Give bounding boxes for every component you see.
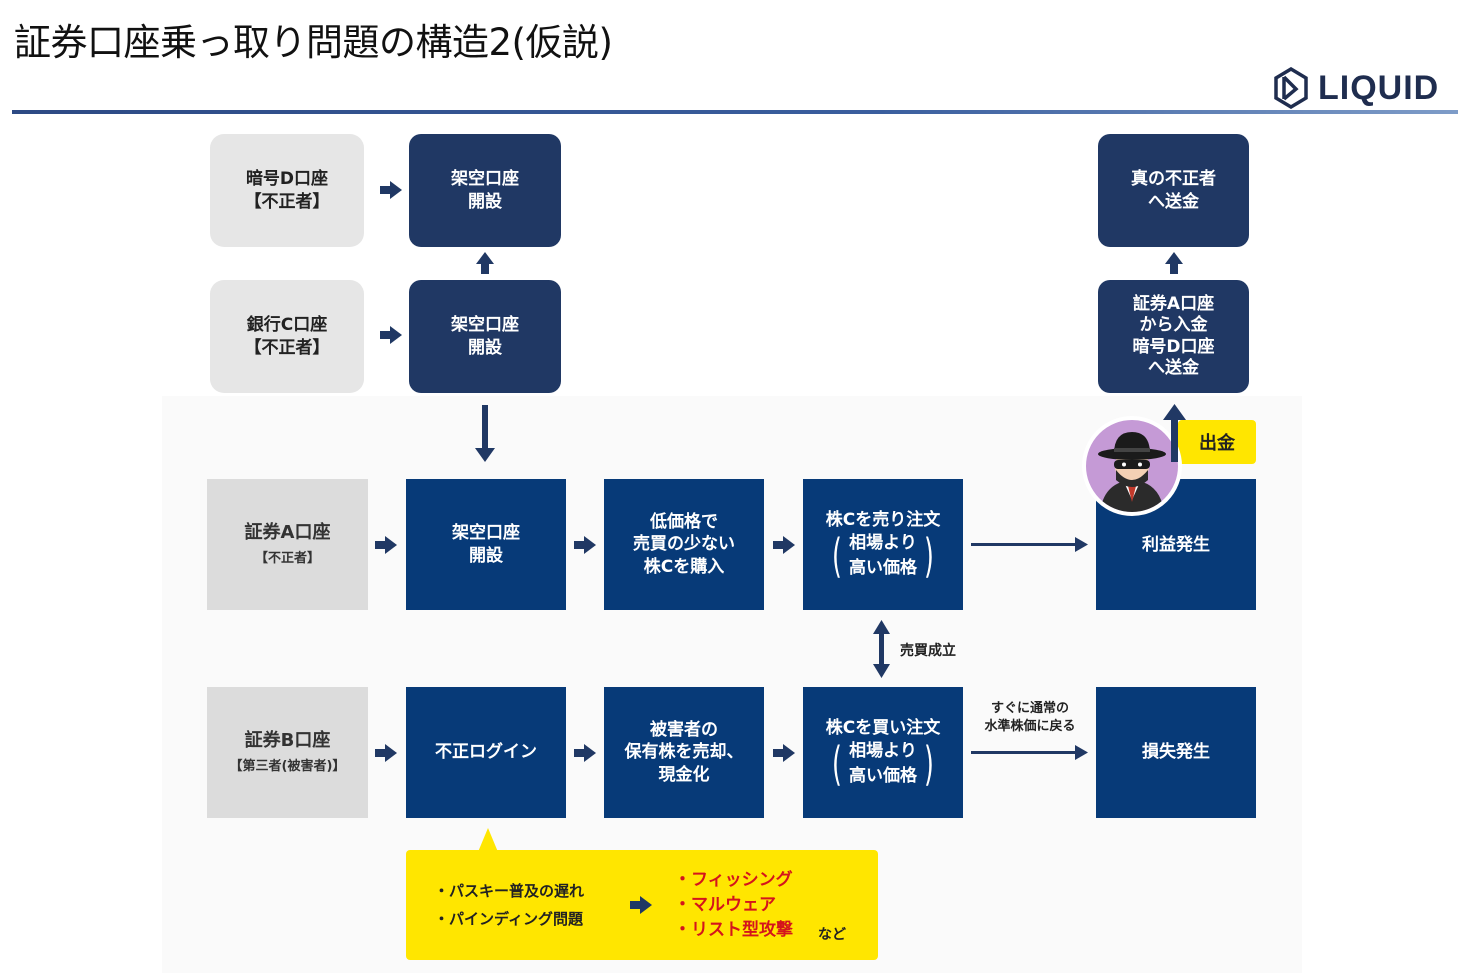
causes-etc: など [818, 927, 846, 943]
buy-order-title: 株Cを買い注文 [825, 717, 941, 738]
sell-order-detail: ( 相場より高い価格 ) [832, 528, 934, 583]
account-c-tag: 【不正者】 [244, 337, 330, 358]
buy-order-box: 株Cを買い注文 ( 相場より高い価格 ) [803, 687, 963, 818]
cause-left-2: ・パインディング問題 [434, 910, 583, 928]
withdraw-label: 出金 [1199, 433, 1235, 454]
open-a-line1: 架空口座 [452, 523, 520, 544]
buy-c-line1: 低価格で [650, 512, 718, 533]
sell-order-title: 株Cを売り注文 [825, 509, 941, 530]
account-c-box: 銀行C口座 【不正者】 [210, 280, 364, 393]
send-true-box: 真の不正者 へ送金 [1098, 134, 1249, 247]
liquidate-line1: 被害者の [650, 720, 718, 741]
send-true-line2: へ送金 [1148, 191, 1199, 212]
sell-order-detail-1: 相場より [849, 532, 917, 553]
cause-right-3: ・リスト型攻撃 [674, 920, 793, 940]
buy-order-detail: ( 相場より高い価格 ) [832, 736, 934, 791]
illegal-login-box: 不正ログイン [406, 687, 566, 818]
hacker-avatar [1082, 416, 1182, 516]
buy-c-box: 低価格で 売買の少ない 株Cを購入 [604, 479, 764, 610]
title-divider [12, 110, 1458, 114]
transfer-line4: へ送金 [1148, 357, 1199, 378]
buy-order-detail-1: 相場より [849, 740, 917, 761]
open-a-box: 架空口座 開設 [406, 479, 566, 610]
buy-c-line2: 売買の少ない [633, 534, 735, 555]
arrow-transfer-to-send [1165, 252, 1183, 274]
open-a-line2: 開設 [469, 545, 503, 566]
liquid-logo-icon [1274, 67, 1308, 109]
arrow-liquidate-to-buy [773, 744, 795, 762]
open-c-line2: 開設 [468, 337, 502, 358]
arrow-open-c-to-open-a [475, 405, 495, 462]
account-d-box: 暗号D口座 【不正者】 [210, 134, 364, 247]
arrow-deal-double [873, 620, 890, 678]
return-price-label: すぐに通常の 水準株価に戻る [972, 700, 1088, 736]
open-d-line1: 架空口座 [451, 169, 519, 190]
open-d-box: 架空口座 開設 [409, 134, 561, 247]
transfer-line1: 証券A口座 [1132, 294, 1215, 314]
sell-order-box: 株Cを売り注文 ( 相場より高い価格 ) [803, 479, 963, 610]
arrow-buy-to-loss [971, 745, 1088, 760]
open-d-line2: 開設 [468, 191, 502, 212]
loss-label: 損失発生 [1142, 742, 1210, 763]
arrow-a-to-open [375, 536, 397, 554]
liquidate-line3: 現金化 [658, 764, 710, 785]
transfer-line3: 暗号D口座 [1132, 336, 1215, 357]
causes-pointer [478, 828, 498, 852]
buy-c-line3: 株Cを購入 [643, 556, 725, 577]
account-a-name: 証券A口座 [244, 522, 331, 544]
send-true-line1: 真の不正者 [1131, 169, 1216, 190]
arrow-open-c-to-open-d [476, 252, 494, 274]
arrow-cause-to-attacks [630, 896, 652, 914]
transfer-box: 証券A口座 から入金 暗号D口座 へ送金 [1098, 280, 1249, 393]
account-d-name: 暗号D口座 [245, 169, 329, 190]
causes-left-list: ・パスキー普及の遅れ ・パインディング問題 [434, 877, 584, 933]
account-a-box: 証券A口座 【不正者】 [207, 479, 368, 610]
causes-right-list: ・フィッシング ・マルウェア ・リスト型攻撃 [674, 868, 793, 943]
hacker-icon [1098, 432, 1166, 512]
profit-label: 利益発生 [1142, 535, 1210, 556]
open-c-box: 架空口座 開設 [409, 280, 561, 393]
open-c-line1: 架空口座 [451, 315, 519, 336]
cause-right-1: ・フィッシング [674, 870, 793, 890]
cause-left-1: ・パスキー普及の遅れ [434, 882, 585, 900]
arrow-open-to-buy [574, 536, 596, 554]
return-price-line2: 水準株価に戻る [984, 719, 1076, 734]
account-b-tag: 【第三者(被害者)】 [229, 758, 346, 774]
account-a-tag: 【不正者】 [254, 550, 320, 566]
arrow-profit-to-transfer [1163, 404, 1186, 462]
withdraw-callout: 出金 [1178, 420, 1256, 464]
arrow-d-to-open [380, 181, 402, 199]
deal-label: 売買成立 [900, 643, 956, 659]
page-title: 証券口座乗っ取り問題の構造2(仮説) [14, 21, 613, 64]
arrow-sell-to-profit [971, 537, 1088, 552]
account-c-name: 銀行C口座 [246, 315, 328, 336]
illegal-login-label: 不正ログイン [435, 742, 537, 763]
arrow-b-to-login [375, 744, 397, 762]
account-b-name: 証券B口座 [244, 730, 331, 752]
loss-box: 損失発生 [1096, 687, 1256, 818]
buy-order-detail-2: 高い価格 [849, 765, 917, 786]
account-b-box: 証券B口座 【第三者(被害者)】 [207, 687, 368, 818]
liquidate-line2: 保有株を売却、 [624, 742, 744, 763]
liquid-logo: LIQUID [1274, 66, 1439, 110]
transfer-line2: から入金 [1139, 315, 1208, 336]
account-d-tag: 【不正者】 [244, 191, 330, 212]
arrow-buy-to-sell [773, 536, 795, 554]
sell-order-detail-2: 高い価格 [849, 557, 917, 578]
arrow-c-to-open [380, 326, 402, 344]
arrow-login-to-liquidate [574, 744, 596, 762]
liquidate-box: 被害者の 保有株を売却、 現金化 [604, 687, 764, 818]
cause-right-2: ・マルウェア [674, 895, 776, 915]
logo-text: LIQUID [1318, 68, 1440, 107]
return-price-line1: すぐに通常の [990, 701, 1069, 716]
